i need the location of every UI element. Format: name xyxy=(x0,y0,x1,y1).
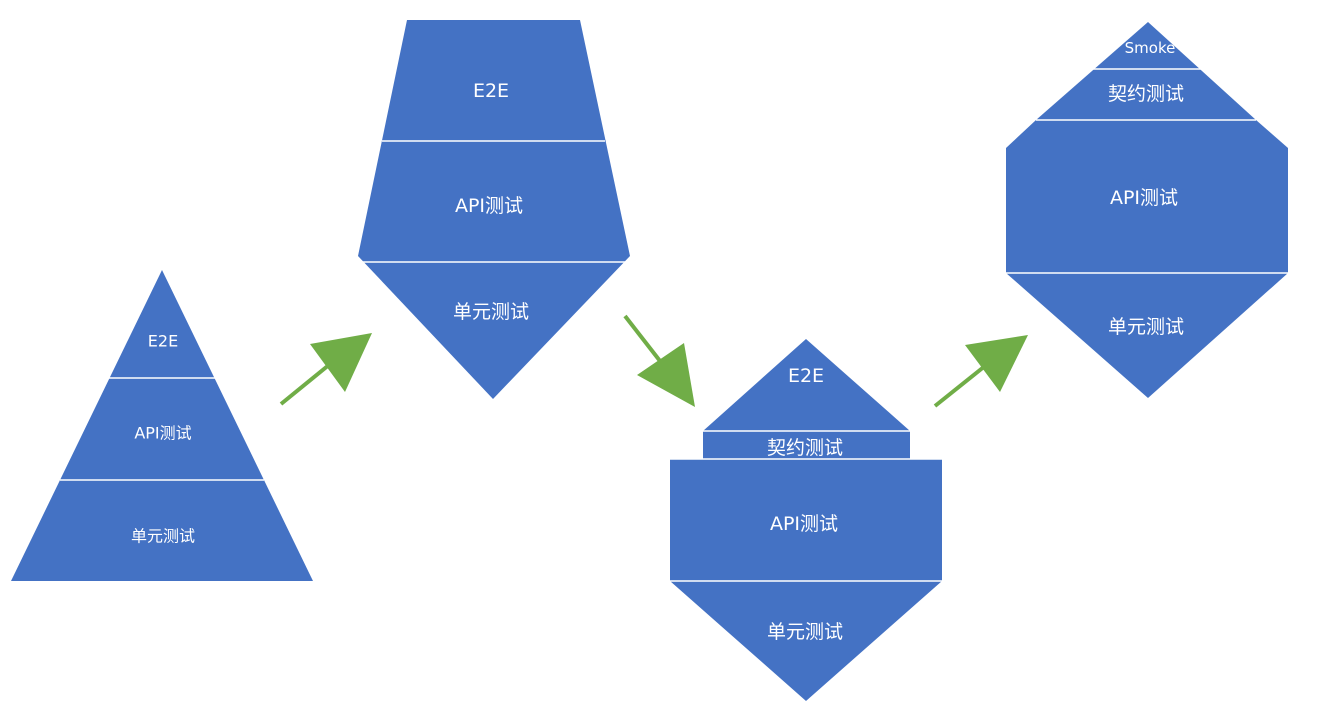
diamond-label-contract: 契约测试 xyxy=(767,437,843,459)
diamond-label-unit: 单元测试 xyxy=(767,621,843,643)
honeycomb-upper-join xyxy=(1006,120,1288,148)
arrow-2 xyxy=(623,314,695,407)
ice-cream-cone-shape: E2E API测试 单元测试 xyxy=(358,20,630,399)
honeycomb-label-smoke: Smoke xyxy=(1125,39,1176,57)
cone-outline xyxy=(358,20,630,399)
arrow-2-head xyxy=(637,343,695,407)
arrow-2-shaft xyxy=(623,314,662,363)
cone-label-e2e: E2E xyxy=(473,80,509,102)
cone-label-unit: 单元测试 xyxy=(453,301,529,323)
honeycomb-label-api: API测试 xyxy=(1110,187,1178,209)
honeycomb-block xyxy=(1006,148,1288,273)
arrow-1 xyxy=(279,333,372,406)
diamond-label-e2e: E2E xyxy=(788,365,824,387)
arrow-1-head xyxy=(310,333,372,392)
cone-label-api: API测试 xyxy=(455,195,523,217)
diamond-shape: E2E 契约测试 API测试 单元测试 xyxy=(670,339,942,701)
honeycomb-shape: Smoke 契约测试 API测试 单元测试 xyxy=(1006,22,1288,398)
honeycomb-label-unit: 单元测试 xyxy=(1108,316,1184,338)
pyramid-outline xyxy=(11,270,313,581)
arrow-3 xyxy=(933,335,1028,408)
arrow-3-head xyxy=(965,335,1028,392)
pyramid-shape: E2E API测试 单元测试 xyxy=(11,270,313,581)
arrow-1-shaft xyxy=(279,358,337,406)
pyramid-label-e2e: E2E xyxy=(148,332,178,351)
honeycomb-outline xyxy=(1036,22,1256,120)
diamond-outline xyxy=(670,339,942,701)
honeycomb-bottom xyxy=(1006,273,1288,398)
diamond-label-api: API测试 xyxy=(770,513,838,535)
arrow-3-shaft xyxy=(933,360,992,408)
pyramid-label-api: API测试 xyxy=(134,424,191,443)
pyramid-label-unit: 单元测试 xyxy=(131,527,195,546)
honeycomb-label-contract: 契约测试 xyxy=(1108,83,1184,105)
